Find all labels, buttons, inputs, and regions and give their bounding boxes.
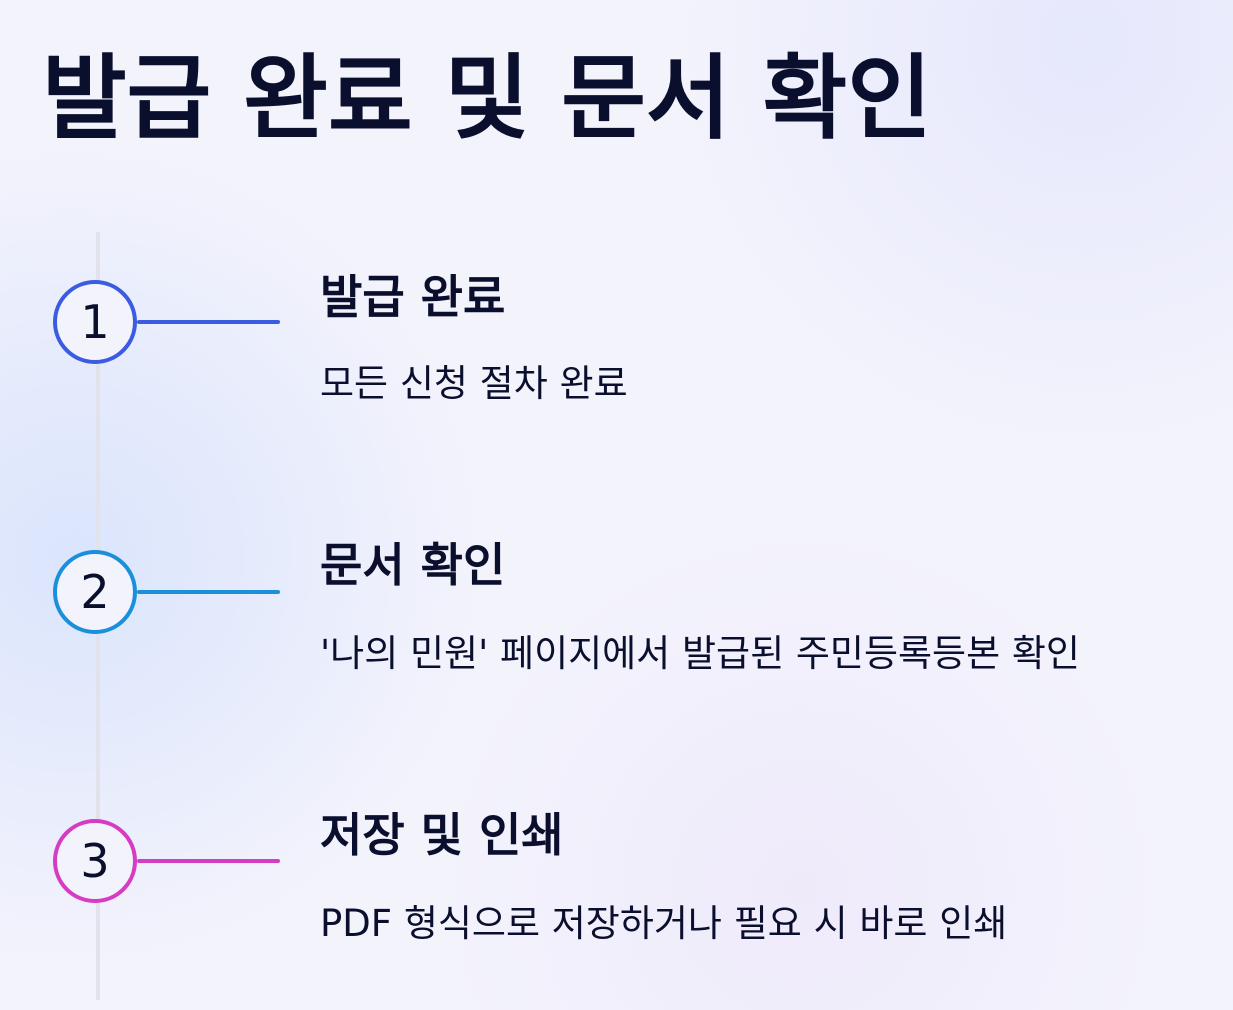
step-title: 발급 완료 [320,270,506,324]
step-number-badge: 1 [53,280,137,364]
step-connector [137,590,280,594]
step-description: 모든 신청 절차 완료 [320,362,628,405]
step-number-badge: 2 [53,550,137,634]
step-description: '나의 민원' 페이지에서 발급된 주민등록등본 확인 [320,632,1080,675]
step-connector [137,320,280,324]
step-description: PDF 형식으로 저장하거나 필요 시 바로 인쇄 [320,902,1008,945]
step-number-badge: 3 [53,819,137,903]
step-title: 저장 및 인쇄 [320,808,564,862]
step-title: 문서 확인 [320,538,506,592]
step-connector [137,859,280,863]
page-title: 발급 완료 및 문서 확인 [42,45,932,152]
